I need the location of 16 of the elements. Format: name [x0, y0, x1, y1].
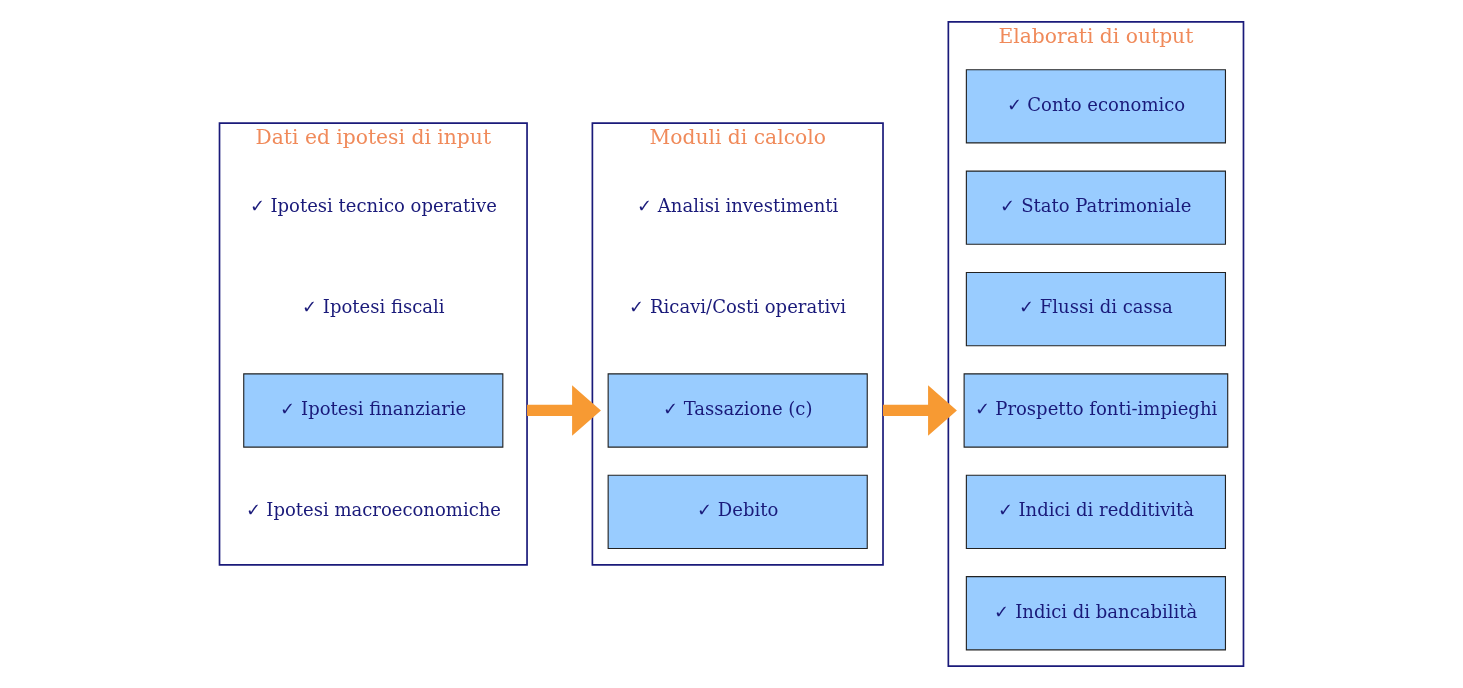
node-box: ✓ Prospetto fonti-impieghi [963, 373, 1229, 448]
node-box: ✓ Debito [607, 474, 868, 549]
node-text: ✓ Ricavi/Costi operativi [629, 296, 847, 318]
node-box: ✓ Stato Patrimoniale [965, 170, 1227, 245]
node-text: ✓ Ipotesi tecnico operative [249, 194, 497, 216]
node-text: ✓ Ipotesi macroeconomiche [245, 499, 502, 521]
node-box: ✓ Flussi di cassa [965, 271, 1227, 347]
arrow [883, 385, 957, 436]
node-text: ✓ Analisi investimenti [637, 194, 839, 216]
node-box: ✓ Ipotesi finanziarie [243, 373, 504, 448]
node-box: ✓ Indici di redditività [965, 474, 1227, 549]
arrow [527, 385, 601, 436]
node-text: ✓ Ipotesi fiscali [302, 296, 445, 318]
node-box: ✓ Conto economico [965, 69, 1227, 144]
node-box: ✓ Indici di bancabilità [965, 576, 1227, 651]
node-box: ✓ Tassazione (c) [607, 373, 868, 448]
